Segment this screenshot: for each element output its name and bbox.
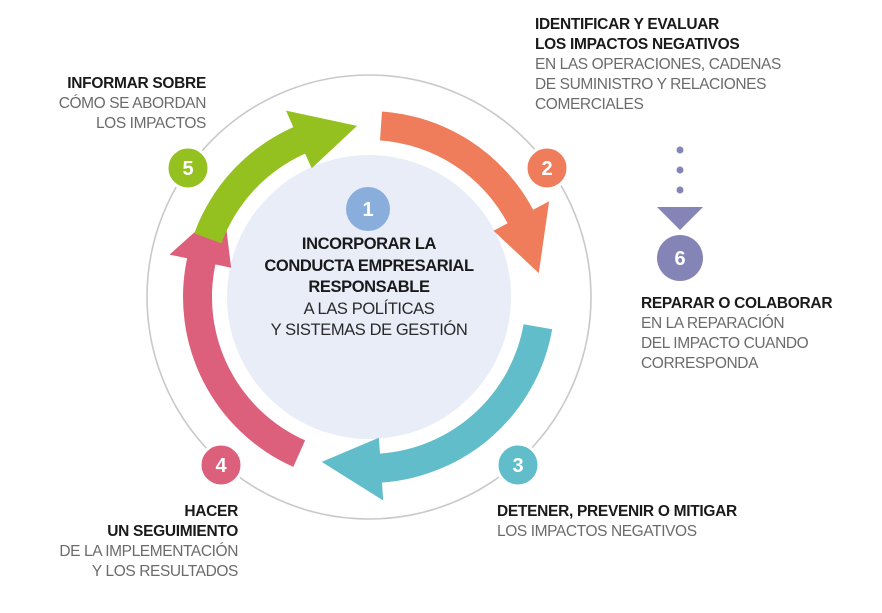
step-2-desc-line: DE SUMINISTRO Y RELACIONES [535, 76, 767, 93]
badge-number-1: 1 [362, 199, 373, 221]
badge-number-5: 5 [182, 158, 193, 180]
badge-number-6: 6 [674, 248, 685, 270]
step-1-title-line: INCORPORAR LA [301, 235, 437, 253]
step-5-label: INFORMAR SOBRE CÓMO SE ABORDAN LOS IMPAC… [20, 74, 207, 134]
step-4-title-line: HACER [184, 503, 238, 520]
arrow-step-3 [321, 324, 553, 501]
connector-to-step-6 [657, 146, 703, 230]
step-2-desc-line: COMERCIALES [535, 96, 644, 113]
badge-step-1: 1 [346, 187, 390, 231]
badge-step-6: 6 [657, 235, 703, 281]
step-3-desc-line: LOS IMPACTOS NEGATIVOS [497, 523, 697, 540]
step-5-desc-line: LOS IMPACTOS [95, 115, 206, 132]
step-6-desc-line: EN LA REPARACIÓN [641, 315, 785, 332]
step-6-label: REPARAR O COLABORAR EN LA REPARACIÓN DEL… [641, 294, 833, 374]
badge-number-3: 3 [512, 455, 523, 477]
step-6-title-line: REPARAR O COLABORAR [641, 295, 833, 312]
step-1-desc-line: A LAS POLÍTICAS [303, 299, 435, 318]
badge-number-4: 4 [215, 455, 227, 477]
step-4-label: HACER UN SEGUIMIENTO DE LA IMPLEMENTACIÓ… [20, 502, 238, 582]
arrow-step-4 [169, 206, 306, 467]
step-1-title-line: CONDUCTA EMPRESARIAL [264, 256, 474, 275]
step-2-label: IDENTIFICAR Y EVALUAR LOS IMPACTOS NEGAT… [535, 15, 781, 115]
down-arrow-icon [657, 207, 703, 230]
step-2-title-line: IDENTIFICAR Y EVALUAR [535, 16, 720, 33]
center-disc [227, 155, 511, 439]
dot [676, 166, 684, 174]
step-2-title-line: LOS IMPACTOS NEGATIVOS [535, 36, 740, 53]
dot [676, 186, 684, 194]
badge-number-2: 2 [541, 158, 552, 180]
step-3-title-line: DETENER, PREVENIR O MITIGAR [497, 503, 737, 520]
arrow-step-2 [380, 111, 550, 274]
outer-ring [146, 74, 592, 520]
step-4-desc-line: DE LA IMPLEMENTACIÓN [59, 543, 238, 560]
step-4-desc-line: Y LOS RESULTADOS [91, 563, 238, 580]
badge-step-3: 3 [495, 442, 541, 488]
badge-step-4: 4 [198, 442, 244, 488]
step-4-title-line: UN SEGUIMIENTO [107, 523, 238, 540]
step-2-desc-line: EN LAS OPERACIONES, CADENAS [535, 56, 781, 73]
step-6-desc-line: CORRESPONDA [641, 355, 759, 372]
step-5-desc-line: CÓMO SE ABORDAN [58, 95, 207, 112]
step-3-label: DETENER, PREVENIR O MITIGAR LOS IMPACTOS… [497, 502, 737, 542]
dot [676, 146, 684, 154]
badge-step-5: 5 [165, 145, 211, 191]
step-5-title-line: INFORMAR SOBRE [67, 75, 206, 92]
step-1-desc-line: Y SISTEMAS DE GESTIÓN [270, 321, 468, 339]
badge-step-2: 2 [524, 145, 570, 191]
step-6-desc-line: DEL IMPACTO CUANDO [641, 335, 809, 352]
arrow-step-5 [194, 110, 357, 244]
step-1-title-line: RESPONSABLE [308, 278, 430, 296]
step-1-text: INCORPORAR LA CONDUCTA EMPRESARIAL RESPO… [239, 234, 499, 342]
